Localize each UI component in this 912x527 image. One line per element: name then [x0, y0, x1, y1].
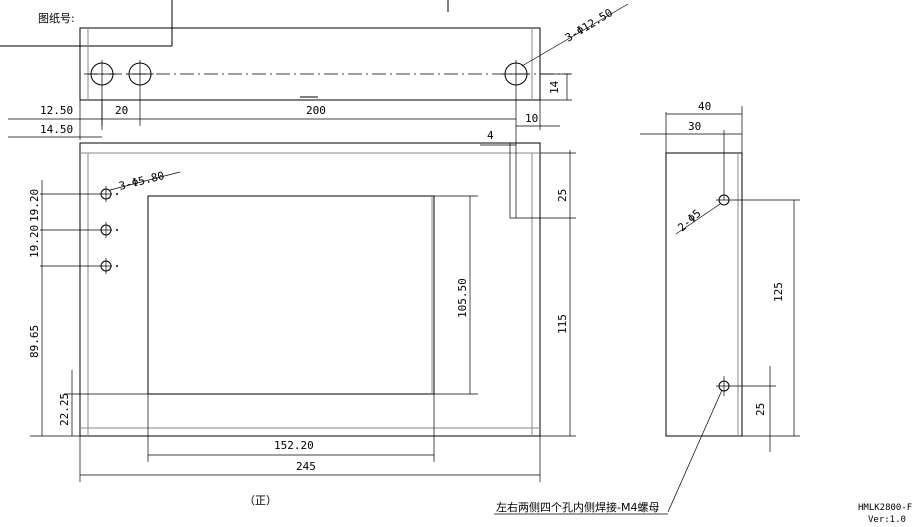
dim-19-20-b: 19.20 — [28, 225, 41, 258]
version-label: Ver:1.0 — [868, 515, 906, 525]
dim-14-50: 14.50 — [40, 123, 73, 136]
small-hole-leader — [109, 171, 181, 191]
side-view-outline — [665, 152, 743, 437]
big-hole-callout: 3-Φ12.50 — [563, 6, 615, 44]
note-leader — [667, 389, 723, 513]
top-hole-2 — [126, 60, 154, 126]
small-hole-callout: 3-Φ5.80 — [118, 169, 166, 193]
front-hole-2 — [40, 222, 112, 238]
dim-12-50: 12.50 — [40, 104, 73, 117]
dim-4: 4 — [487, 129, 494, 142]
front-view: 3-Φ5.80 19.20 19.20 89.65 22.25 105.50 2… — [28, 130, 576, 507]
top-view-outline — [79, 27, 541, 101]
model-number: HMLK2800-F — [858, 503, 912, 513]
title-box: 图纸号: — [0, 0, 173, 47]
big-hole-leader — [521, 3, 629, 67]
title-box-text: 图纸号: — [38, 12, 75, 25]
dim-200: 200 — [306, 104, 326, 117]
side-hole-leader — [675, 203, 721, 235]
front-hole-3 — [40, 258, 112, 274]
front-view-outline — [79, 142, 541, 437]
front-window — [147, 195, 435, 395]
dim-14: 14 — [548, 80, 561, 94]
dim-115: 115 — [556, 314, 569, 334]
dim-89-65: 89.65 — [28, 325, 41, 358]
dim-245: 245 — [296, 460, 316, 473]
dim-125: 125 — [772, 282, 785, 302]
dim-152-20: 152.20 — [274, 439, 314, 452]
front-hole-1 — [40, 186, 112, 202]
dim-10: 10 — [525, 112, 538, 125]
side-hole-2 — [716, 376, 776, 396]
view-label: （正） — [244, 494, 277, 507]
top-view: 3-Φ12.50 14 12.50 20 200 14.50 4 10 — [8, 3, 629, 146]
side-hole-callout: 2-Φ5 — [675, 207, 703, 234]
dim-25-a: 25 — [556, 189, 569, 202]
top-hole-3 — [502, 60, 530, 130]
dim-30: 30 — [688, 120, 701, 133]
assembly-note: 左右两侧四个孔内侧焊接-M4螺母 — [496, 500, 659, 514]
dim-19-20-a: 19.20 — [28, 189, 41, 222]
dim-105-50: 105.50 — [456, 278, 469, 318]
dim-20: 20 — [115, 104, 128, 117]
side-hole-1 — [716, 194, 800, 206]
dim-40: 40 — [698, 100, 711, 113]
dim-25-b: 25 — [754, 403, 767, 416]
dim-22-25: 22.25 — [58, 393, 71, 426]
